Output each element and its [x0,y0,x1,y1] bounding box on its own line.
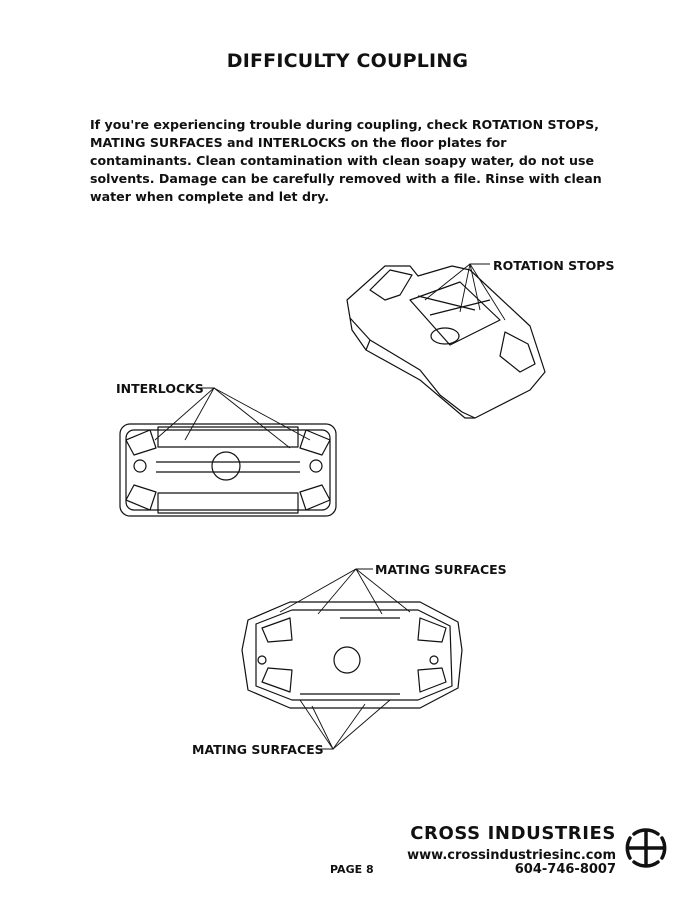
page-title: DIFFICULTY COUPLING [226,50,469,72]
company-website: www.crossindustriesinc.com [407,848,616,863]
leader-lines [154,263,506,750]
isometric-floor-plate-drawing [346,265,546,419]
company-phone: 604-746-8007 [514,862,616,877]
rotation-stops-label: ROTATION STOPS [493,258,615,273]
mating-surfaces-label-top: MATING SURFACES [375,562,507,577]
intro-paragraph: If you're experiencing trouble during co… [90,117,602,204]
page-number: PAGE 8 [330,863,374,876]
interlocks-label: INTERLOCKS [116,381,204,396]
top-view-floor-plate-drawing [119,423,337,517]
cross-industries-logo-icon [625,828,667,868]
company-name: CROSS INDUSTRIES [410,823,616,844]
bottom-view-floor-plate-drawing [241,601,463,709]
mating-surfaces-label-bottom: MATING SURFACES [192,742,324,757]
